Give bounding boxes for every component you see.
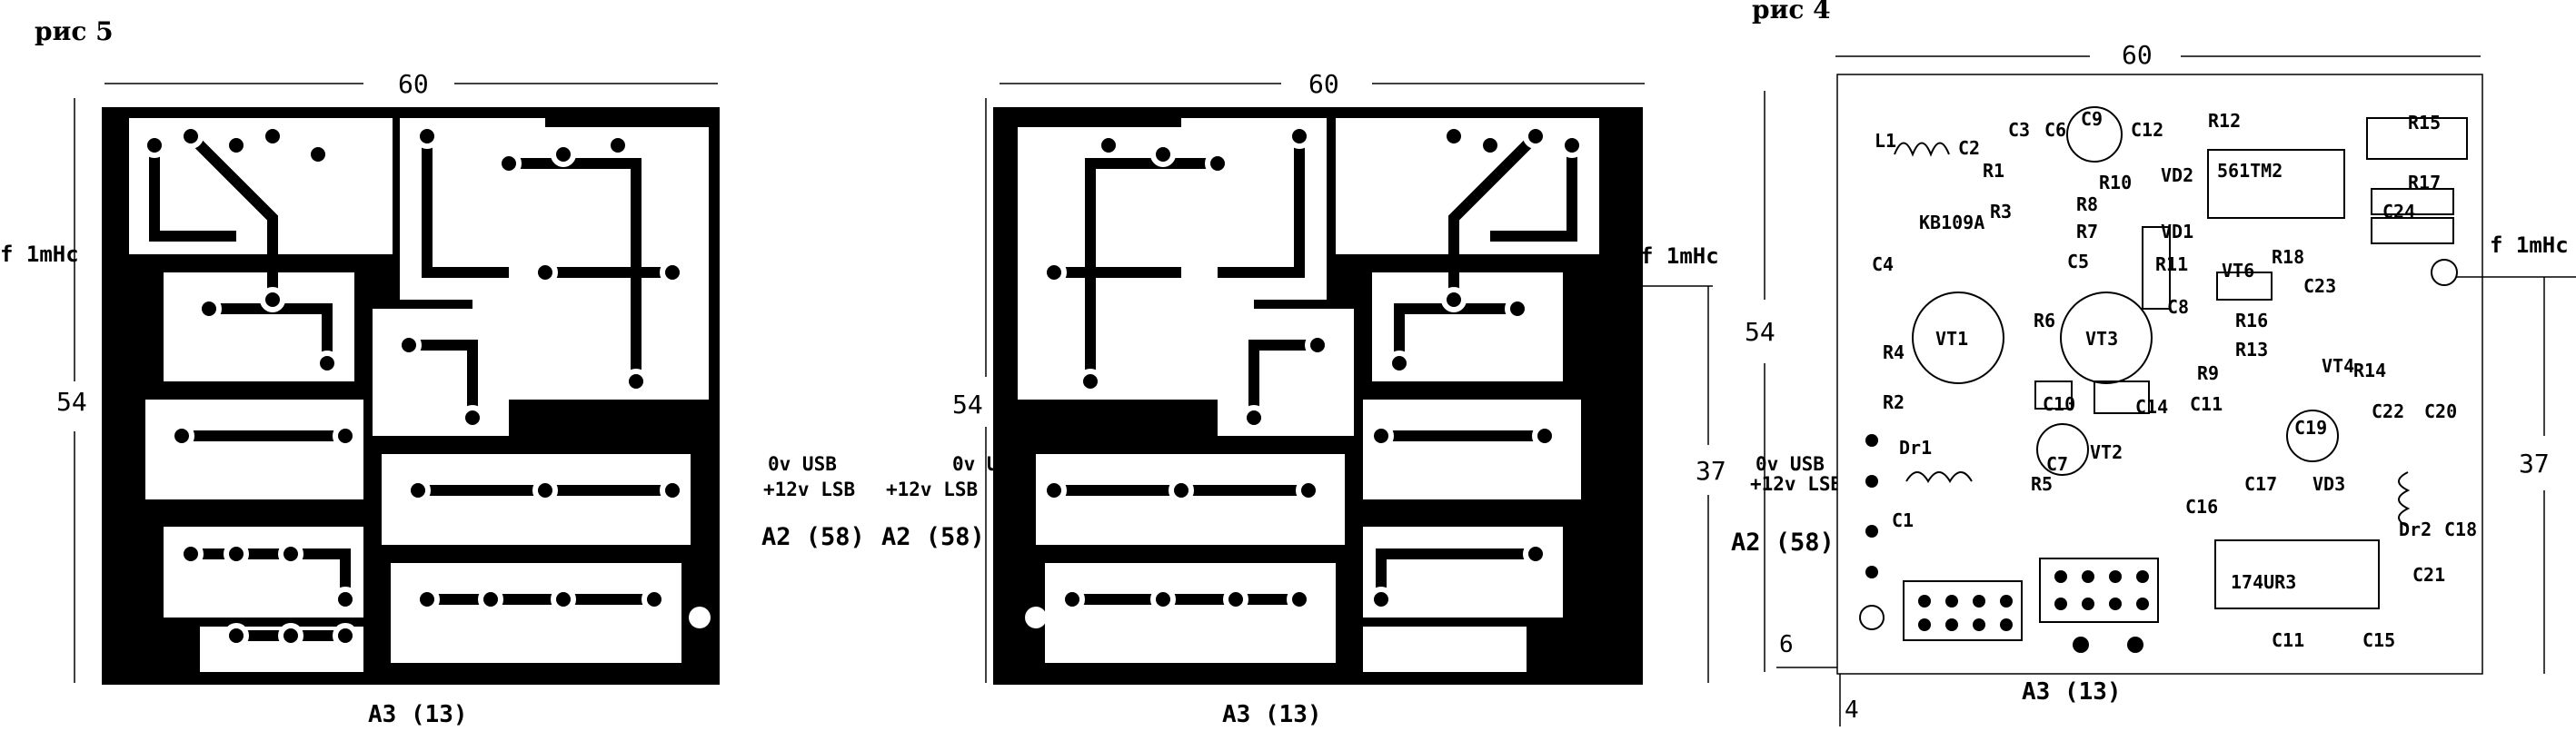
comp-R13: R13 [2235,339,2268,361]
comp-C2: C2 [1958,137,1980,159]
comp-C12: C12 [2131,119,2163,141]
lsb-label: +12v LSB [763,479,855,500]
fig5-title: рис 5 [35,16,114,46]
comp-R12: R12 [2208,110,2241,132]
comp-R3: R3 [1990,201,2012,222]
comp-R16: R16 [2235,310,2268,331]
comp-C11: C11 [2190,393,2223,415]
lsb-label: +12v LSB [886,479,978,500]
usb-label: 0v USB [1755,453,1825,475]
comp-C19: C19 [2294,417,2327,439]
comp-VT1: VT1 [1935,328,1968,350]
lsb-label: +12v LSB [1750,473,1842,495]
comp-R10: R10 [2099,172,2132,193]
board-fig4-placement: 60 54 0v USB +12v LSB A2 (58) 6 4 f 1mHc… [1731,40,2576,726]
dim-offset-label: 37 [2519,449,2550,479]
comp-174UR3: 174UR3 [2231,571,2296,593]
comp-C20: C20 [2424,400,2457,422]
pads [1041,124,1585,612]
a2-pad [1859,605,1885,630]
comp-C6: C6 [2044,119,2066,141]
comp-561TM2: 561TM2 [2217,160,2283,182]
comp-R5: R5 [2031,473,2053,495]
comp-L1: L1 [1875,130,1896,152]
comp-C1: C1 [1892,509,1914,531]
dim-width-label: 60 [1308,69,1339,99]
comp-C4: C4 [1872,253,1894,275]
freq-label: f 1mHc [0,242,79,267]
a2-label: A2 (58) [761,523,865,551]
a3-label: A3 (13) [1222,701,1322,728]
comp-R15: R15 [2408,112,2441,133]
comp-R1: R1 [1983,160,2004,182]
comp-C9: C9 [2081,108,2103,130]
a2-label: A2 (58) [881,523,985,551]
comp-C16: C16 [2185,496,2218,518]
a3-label: A3 (13) [368,701,468,728]
comp-R6: R6 [2034,310,2055,331]
comp-C8: C8 [2167,296,2189,318]
freq-pad [2431,259,2458,286]
comp-R14: R14 [2353,360,2386,381]
board-outline [1836,74,2483,675]
part-outlines [1894,106,2468,641]
a2-label: A2 (58) [1731,529,1835,557]
comp-VD1: VD1 [2161,221,2193,242]
comp-C7: C7 [2046,453,2068,475]
board-fig5-left: 60 54 f 1mHc [0,69,865,728]
fig4-title: рис 4 [1752,0,1831,25]
comp-VT2: VT2 [2090,441,2123,463]
usb-label: 0v USB [768,453,837,475]
comp-C22: C22 [2372,400,2404,422]
mount-hole [689,607,711,628]
comp-C10: C10 [2043,393,2075,415]
comp-VT3: VT3 [2085,328,2118,350]
inductor-L1 [1894,142,1950,157]
comp-R8: R8 [2076,193,2098,215]
comp-VT4: VT4 [2322,355,2354,377]
comp-C21: C21 [2412,564,2445,586]
freq-label: f 1mHc [2490,232,2569,258]
comp-KB109A: KB109A [1919,212,1984,233]
mount-hole [1025,607,1047,628]
comp-VT6: VT6 [2222,260,2254,282]
comp-R4: R4 [1883,341,1905,363]
comp-R11: R11 [2155,253,2188,275]
dim-height-label: 54 [56,387,87,417]
comp-C11b: C11 [2272,629,2304,651]
freq-label: f 1mHc [1640,243,1719,269]
comp-C17: C17 [2244,473,2277,495]
comp-C18: C18 [2444,519,2477,540]
comp-C14: C14 [2135,396,2168,418]
a3-label: A3 (13) [2022,678,2122,706]
comp-VD2: VD2 [2161,164,2193,186]
dim-4-label: 4 [1845,697,1859,724]
dim-height-label: 54 [1745,317,1775,347]
dim-6-label: 6 [1779,631,1794,658]
comp-R2: R2 [1883,391,1905,413]
part-pins [1865,434,2149,653]
comp-Dr1: Dr1 [1899,437,1932,459]
comp-C23: C23 [2303,275,2336,297]
comp-Dr2: Dr2 [2399,519,2432,540]
traces [149,132,672,641]
comp-C15: C15 [2362,629,2395,651]
comp-R17: R17 [2408,172,2441,193]
comp-C3: C3 [2008,119,2030,141]
dim-width-label: 60 [398,69,429,99]
dim-offset-label: 37 [1696,456,1726,486]
comp-C5: C5 [2067,251,2089,272]
comp-R7: R7 [2076,221,2098,242]
comp-VD3: VD3 [2312,473,2345,495]
comp-R18: R18 [2272,246,2304,268]
comp-R9: R9 [2197,362,2219,384]
comp-C24: C24 [2382,201,2415,222]
pads [142,124,685,648]
dim-width-label: 60 [2122,40,2153,70]
component-labels: L1 C2 R1 C3 C6 C9 C12 R12 R15 VD2 R10 56… [1872,108,2477,651]
dim-height-label: 54 [952,390,983,420]
board-fig5-mirror: 60 54 0v USB +12v LSB A2 (58) [881,69,1726,728]
